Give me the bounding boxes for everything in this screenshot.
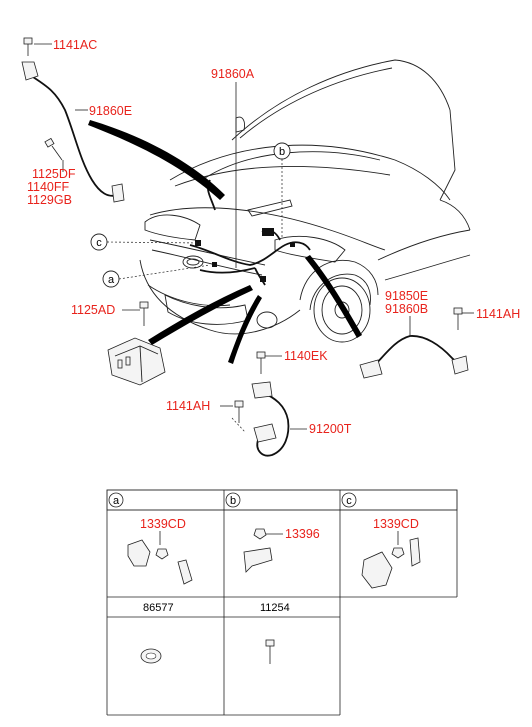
callout-1129GB: 1129GB (27, 193, 72, 207)
bolt-icon (256, 351, 266, 374)
svg-text:c: c (346, 495, 352, 507)
table-header-b: b (225, 492, 241, 508)
table-header-c: c (341, 492, 357, 508)
battery-cable-91200t (234, 381, 290, 457)
callout-1125DF: 1125DF (32, 167, 76, 181)
marker-a: a (102, 270, 120, 288)
callout-1141AC: 1141AC (53, 38, 97, 52)
leader-lines (34, 43, 474, 433)
cell-a-part: 1339CD (140, 517, 186, 531)
marker-b: b (273, 142, 291, 160)
nut-icon (155, 548, 169, 560)
callout-91860A: 91860A (211, 67, 255, 81)
bolt-icon (234, 400, 244, 423)
bolt-icon (453, 307, 463, 330)
cell-c-part: 1339CD (373, 517, 419, 531)
cell-86577-label: 86577 (143, 602, 174, 614)
detail-table: a b c 1339CD 13396 1339CD (106, 489, 458, 716)
fuse-block-module (107, 301, 166, 386)
callout-1141AH-right: 1141AH (476, 307, 520, 321)
callout-91860B: 91860B (385, 302, 428, 316)
nut-icon (253, 528, 267, 540)
bolt-icon (139, 301, 149, 326)
svg-text:a: a (113, 495, 120, 507)
callout-1140EK: 1140EK (284, 349, 328, 363)
bolt-icon (44, 137, 63, 161)
cell-11254-label: 11254 (260, 602, 290, 614)
bolt-icon (265, 639, 275, 664)
svg-text:b: b (230, 495, 236, 507)
cell-b-part: 13396 (285, 527, 320, 541)
grommet-icon (140, 648, 162, 664)
callout-91850E: 91850E (385, 289, 428, 303)
marker-c: c (90, 233, 108, 251)
wiring-harness (189, 179, 311, 286)
callout-1125AD: 1125AD (71, 303, 115, 317)
callout-91860E: 91860E (89, 104, 132, 118)
svg-text:a: a (108, 274, 115, 286)
bolt-icon (23, 37, 33, 56)
callout-1141AH-left: 1141AH (166, 399, 210, 413)
battery-cable-91860e (21, 37, 125, 203)
ground-cable-91850e (359, 307, 469, 379)
svg-text:c: c (96, 237, 102, 249)
svg-text:b: b (279, 146, 285, 158)
nut-icon (391, 547, 405, 559)
table-header-a: a (108, 492, 124, 508)
callout-1140FF: 1140FF (27, 180, 70, 194)
callout-91200T: 91200T (309, 422, 352, 436)
harness-arrows (88, 120, 362, 364)
